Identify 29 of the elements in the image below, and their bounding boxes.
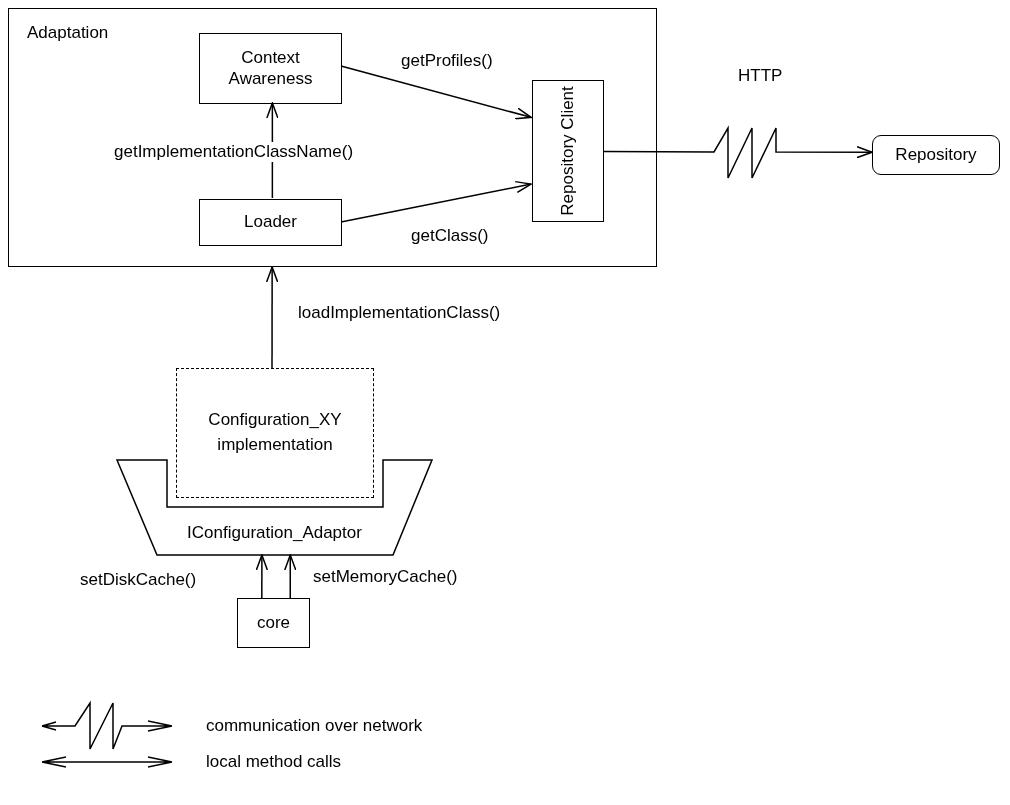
component-box bbox=[532, 80, 604, 222]
component-box bbox=[199, 199, 342, 246]
node-label: Repository bbox=[895, 144, 977, 166]
network-arrow bbox=[602, 125, 873, 179]
implementation-box bbox=[176, 368, 374, 498]
edge-label: setDiskCache() bbox=[79, 570, 198, 591]
component-box bbox=[199, 33, 342, 104]
edge-label: getImplementationClassName() bbox=[113, 142, 355, 163]
node-label: IConfiguration_Adaptor bbox=[186, 522, 363, 543]
legend-text: communication over network bbox=[206, 716, 423, 736]
legend-text: local method calls bbox=[206, 752, 342, 772]
edge-label: loadImplementationClass() bbox=[297, 303, 502, 324]
node-label: Loader bbox=[244, 212, 297, 233]
arrow bbox=[340, 180, 532, 223]
node-label: Repository Client bbox=[559, 86, 577, 216]
edge-label: getClass() bbox=[410, 226, 490, 247]
edge-label: getProfiles() bbox=[400, 51, 494, 72]
container-title: Adaptation bbox=[27, 23, 109, 44]
container-box bbox=[8, 8, 657, 267]
arrow bbox=[340, 65, 532, 120]
node-label: Configuration_XY implementation bbox=[207, 409, 343, 456]
node-label: core bbox=[256, 612, 291, 634]
edge-label: setMemoryCache() bbox=[312, 567, 459, 588]
arrow bbox=[265, 266, 279, 369]
node-label: Context Awareness bbox=[227, 48, 314, 89]
component-box bbox=[237, 598, 310, 648]
server-box bbox=[872, 135, 1000, 175]
arrow bbox=[255, 554, 269, 599]
arrow bbox=[284, 554, 297, 599]
